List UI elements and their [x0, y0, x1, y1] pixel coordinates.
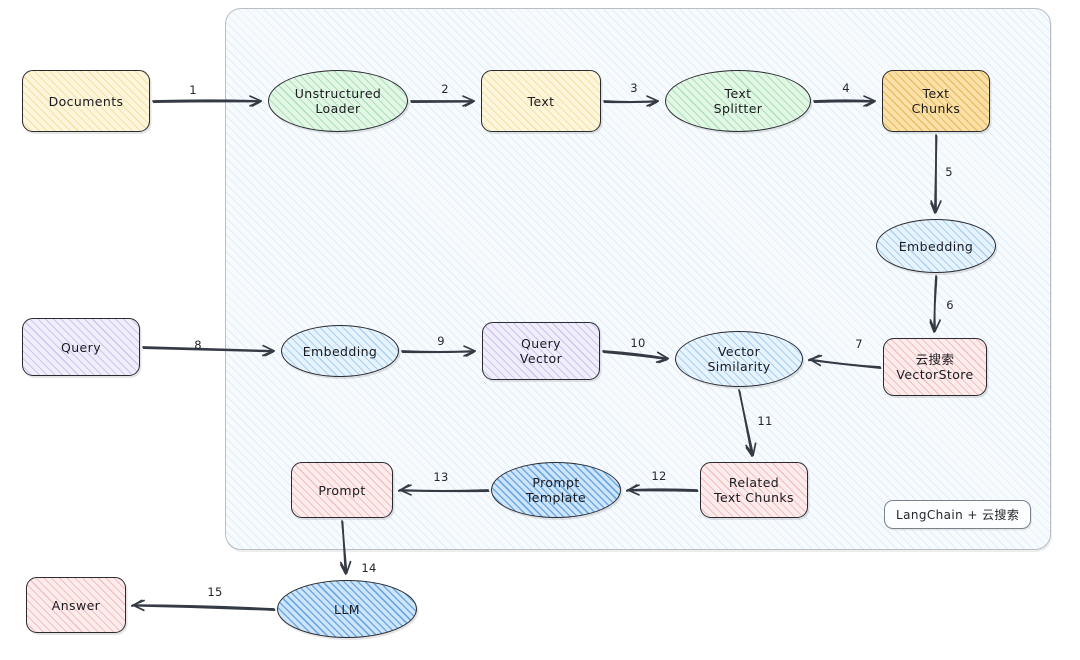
node-text-splitter[interactable]: Text Splitter: [665, 70, 811, 132]
node-vectorstore[interactable]: 云搜索 VectorStore: [883, 338, 987, 396]
edge-number-4: 4: [842, 81, 850, 95]
edge-number-5: 5: [945, 165, 953, 179]
node-label-query: Query: [61, 339, 101, 355]
node-related-chunks[interactable]: Related Text Chunks: [700, 462, 808, 518]
stack-badge: LangChain + 云搜索: [884, 500, 1032, 529]
node-embedding-doc[interactable]: Embedding: [876, 219, 996, 273]
edge-number-1: 1: [189, 83, 197, 97]
node-label-embedding-query: Embedding: [302, 343, 378, 359]
node-label-embedding-doc: Embedding: [898, 238, 974, 254]
edge-number-7: 7: [855, 337, 863, 351]
node-answer[interactable]: Answer: [26, 577, 126, 633]
edge-number-8: 8: [194, 338, 202, 352]
node-label-prompt-template: Prompt Template: [525, 475, 587, 505]
node-label-vectorstore: 云搜索 VectorStore: [896, 352, 974, 382]
node-documents[interactable]: Documents: [22, 70, 150, 132]
node-label-text-splitter: Text Splitter: [713, 86, 763, 116]
node-text-chunks[interactable]: Text Chunks: [882, 70, 990, 132]
node-embedding-query[interactable]: Embedding: [281, 325, 399, 377]
node-label-related-chunks: Related Text Chunks: [714, 475, 794, 505]
edge-number-11: 11: [757, 414, 773, 428]
node-text[interactable]: Text: [481, 70, 601, 132]
node-query-vector[interactable]: Query Vector: [482, 322, 600, 380]
node-unstructured[interactable]: Unstructured Loader: [268, 70, 408, 132]
edge-number-10: 10: [630, 336, 646, 350]
node-label-vector-similarity: Vector Similarity: [707, 344, 771, 374]
node-label-text: Text: [527, 93, 555, 109]
node-label-answer: Answer: [51, 597, 101, 613]
node-label-llm: LLM: [334, 601, 360, 617]
edge-number-6: 6: [946, 298, 954, 312]
node-vector-similarity[interactable]: Vector Similarity: [675, 331, 803, 387]
edge-number-12: 12: [651, 469, 667, 483]
edge-number-9: 9: [437, 334, 445, 348]
node-label-unstructured: Unstructured Loader: [294, 86, 382, 116]
edge-number-15: 15: [207, 585, 223, 599]
edge-number-2: 2: [441, 82, 449, 96]
edge-number-13: 13: [433, 470, 449, 484]
node-prompt[interactable]: Prompt: [291, 462, 393, 518]
node-label-query-vector: Query Vector: [519, 336, 563, 366]
edge-number-14: 14: [361, 561, 377, 575]
node-query[interactable]: Query: [22, 318, 140, 376]
node-label-text-chunks: Text Chunks: [911, 86, 961, 116]
node-prompt-template[interactable]: Prompt Template: [491, 462, 621, 518]
node-llm[interactable]: LLM: [277, 580, 417, 638]
edge-number-3: 3: [630, 81, 638, 95]
node-label-documents: Documents: [48, 93, 124, 109]
node-label-prompt: Prompt: [318, 482, 366, 498]
